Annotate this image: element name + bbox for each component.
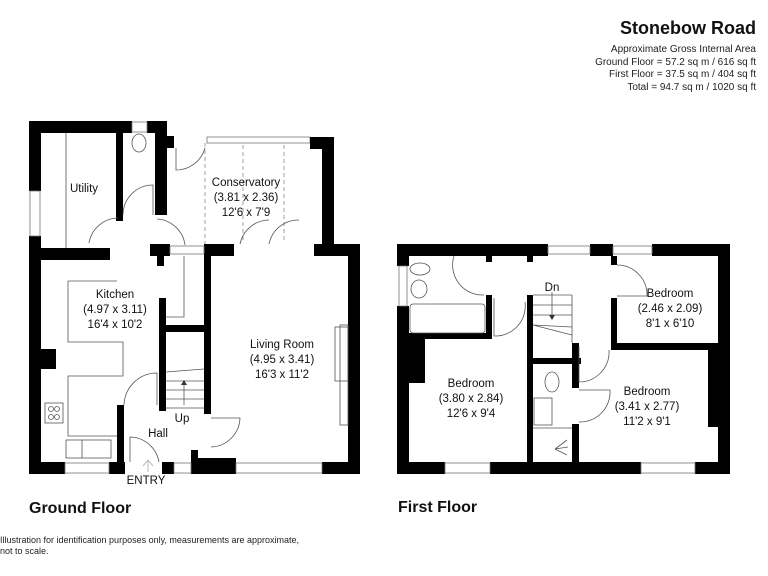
- ensuite-door-swing: [578, 389, 611, 423]
- entry-arrow-icon: [142, 459, 154, 472]
- stairs-up-icon: [165, 368, 205, 409]
- hob-ring: [54, 406, 60, 412]
- utility-window: [29, 190, 41, 237]
- kitchen-imperial: 16'4 x 10'2: [88, 319, 143, 331]
- conservatory-side-door: [175, 147, 206, 171]
- utility-walls: [29, 121, 174, 260]
- living-room-label: Living Room: [250, 339, 314, 351]
- stairs-up-label: Up: [175, 413, 190, 425]
- bath-icon: [409, 303, 486, 334]
- main-block-walls: [29, 244, 360, 474]
- first-floor-area: First Floor = 37.5 sq m / 404 sq ft: [608, 69, 756, 80]
- utility-label: Utility: [70, 183, 98, 195]
- hall-side-window: [173, 462, 192, 474]
- toilet-icon: [409, 262, 431, 276]
- bedroom-left-window: [444, 462, 491, 474]
- hob-ring: [48, 406, 54, 412]
- kitchen-metric: (4.97 x 3.11): [83, 304, 147, 316]
- bedroom-right-imperial: 11'2 x 9'1: [623, 416, 671, 428]
- ground-floor-plan: Utility Conservatory (3.81 x 2.36) 12'6 …: [29, 121, 360, 487]
- hob-icon: [44, 402, 64, 424]
- sink-icon: [65, 439, 112, 459]
- total-area: Total = 94.7 sq m / 1020 sq ft: [627, 81, 756, 93]
- basin-icon: [410, 279, 428, 299]
- bedroom-small-label: Bedroom: [647, 288, 694, 300]
- hall-label: Hall: [148, 428, 168, 440]
- ground-floor-area: Ground Floor = 57.2 sq m / 616 sq ft: [595, 56, 756, 68]
- property-title: Stonebow Road: [620, 18, 756, 38]
- bedroom-small-metric: (2.46 x 2.09): [638, 303, 703, 315]
- conservatory-glazing: [206, 136, 311, 144]
- entry-label: ENTRY: [127, 475, 166, 487]
- first-floor-heading: First Floor: [398, 499, 478, 516]
- kitchen-worktops: [67, 256, 185, 437]
- disclaimer: Illustration for identification purposes…: [0, 535, 320, 556]
- bathroom-window: [398, 265, 408, 307]
- french-doors-swing: [239, 219, 300, 245]
- wc-door-swing: [122, 184, 154, 216]
- bedroom-small-imperial: 8'1 x 6'10: [646, 318, 695, 330]
- disclaimer-line-2: not to scale.: [0, 545, 49, 556]
- bedroom-right-window: [640, 462, 696, 474]
- toilet-icon: [131, 133, 147, 153]
- bedroom-small-window: [612, 245, 653, 255]
- living-room-metric: (4.95 x 3.41): [250, 354, 315, 366]
- kitchen-front-window: [64, 462, 110, 474]
- chimney-breast: [339, 324, 349, 426]
- ground-floor-heading: Ground Floor: [29, 500, 132, 517]
- shower-icon: [554, 439, 569, 456]
- landing-window: [547, 245, 591, 255]
- toilet-icon: [544, 371, 560, 393]
- first-floor-walls: [397, 244, 730, 474]
- living-room-door-swing: [210, 417, 241, 448]
- first-floor-plan: Bedroom (2.46 x 2.09) 8'1 x 6'10 Bedroom…: [397, 244, 730, 474]
- wc-window: [131, 121, 148, 133]
- area-heading: Approximate Gross Internal Area: [610, 44, 756, 55]
- living-room-imperial: 16'3 x 11'2: [255, 369, 309, 381]
- bedroom-left-label: Bedroom: [448, 378, 495, 390]
- rear-door-swing: [156, 218, 186, 246]
- bedroom-small-door-swing: [616, 264, 648, 297]
- stairs-down-icon: [532, 292, 573, 343]
- utility-door-swing: [88, 217, 119, 244]
- bedroom-left-metric: (3.80 x 2.84): [439, 393, 504, 405]
- bathroom-door-swing: [452, 255, 485, 296]
- conservatory-metric: (3.81 x 2.36): [214, 192, 279, 204]
- bedroom-left-imperial: 12'6 x 9'4: [447, 408, 496, 420]
- hob-ring: [48, 414, 54, 420]
- fireplace-icon: [334, 326, 349, 382]
- bedroom-right-door-swing: [578, 346, 610, 383]
- stairs-down-label: Dn: [545, 282, 560, 294]
- disclaimer-line-1: Illustration for identification purposes…: [0, 535, 299, 545]
- kitchen-rear-window: [169, 245, 205, 255]
- kitchen-label: Kitchen: [96, 289, 134, 301]
- kitchen-door-swing: [123, 372, 158, 406]
- front-door-swing: [129, 436, 160, 463]
- conservatory-imperial: 12'6 x 7'9: [222, 207, 271, 219]
- bedroom-right-label: Bedroom: [624, 386, 671, 398]
- basin-icon: [533, 397, 553, 426]
- living-room-window: [235, 462, 323, 474]
- area-summary: Approximate Gross Internal Area Ground F…: [595, 44, 756, 94]
- bedroom-right-metric: (3.41 x 2.77): [615, 401, 680, 413]
- hob-ring: [54, 414, 60, 420]
- bedroom-left-door-swing: [493, 298, 526, 337]
- conservatory-label: Conservatory: [212, 177, 281, 189]
